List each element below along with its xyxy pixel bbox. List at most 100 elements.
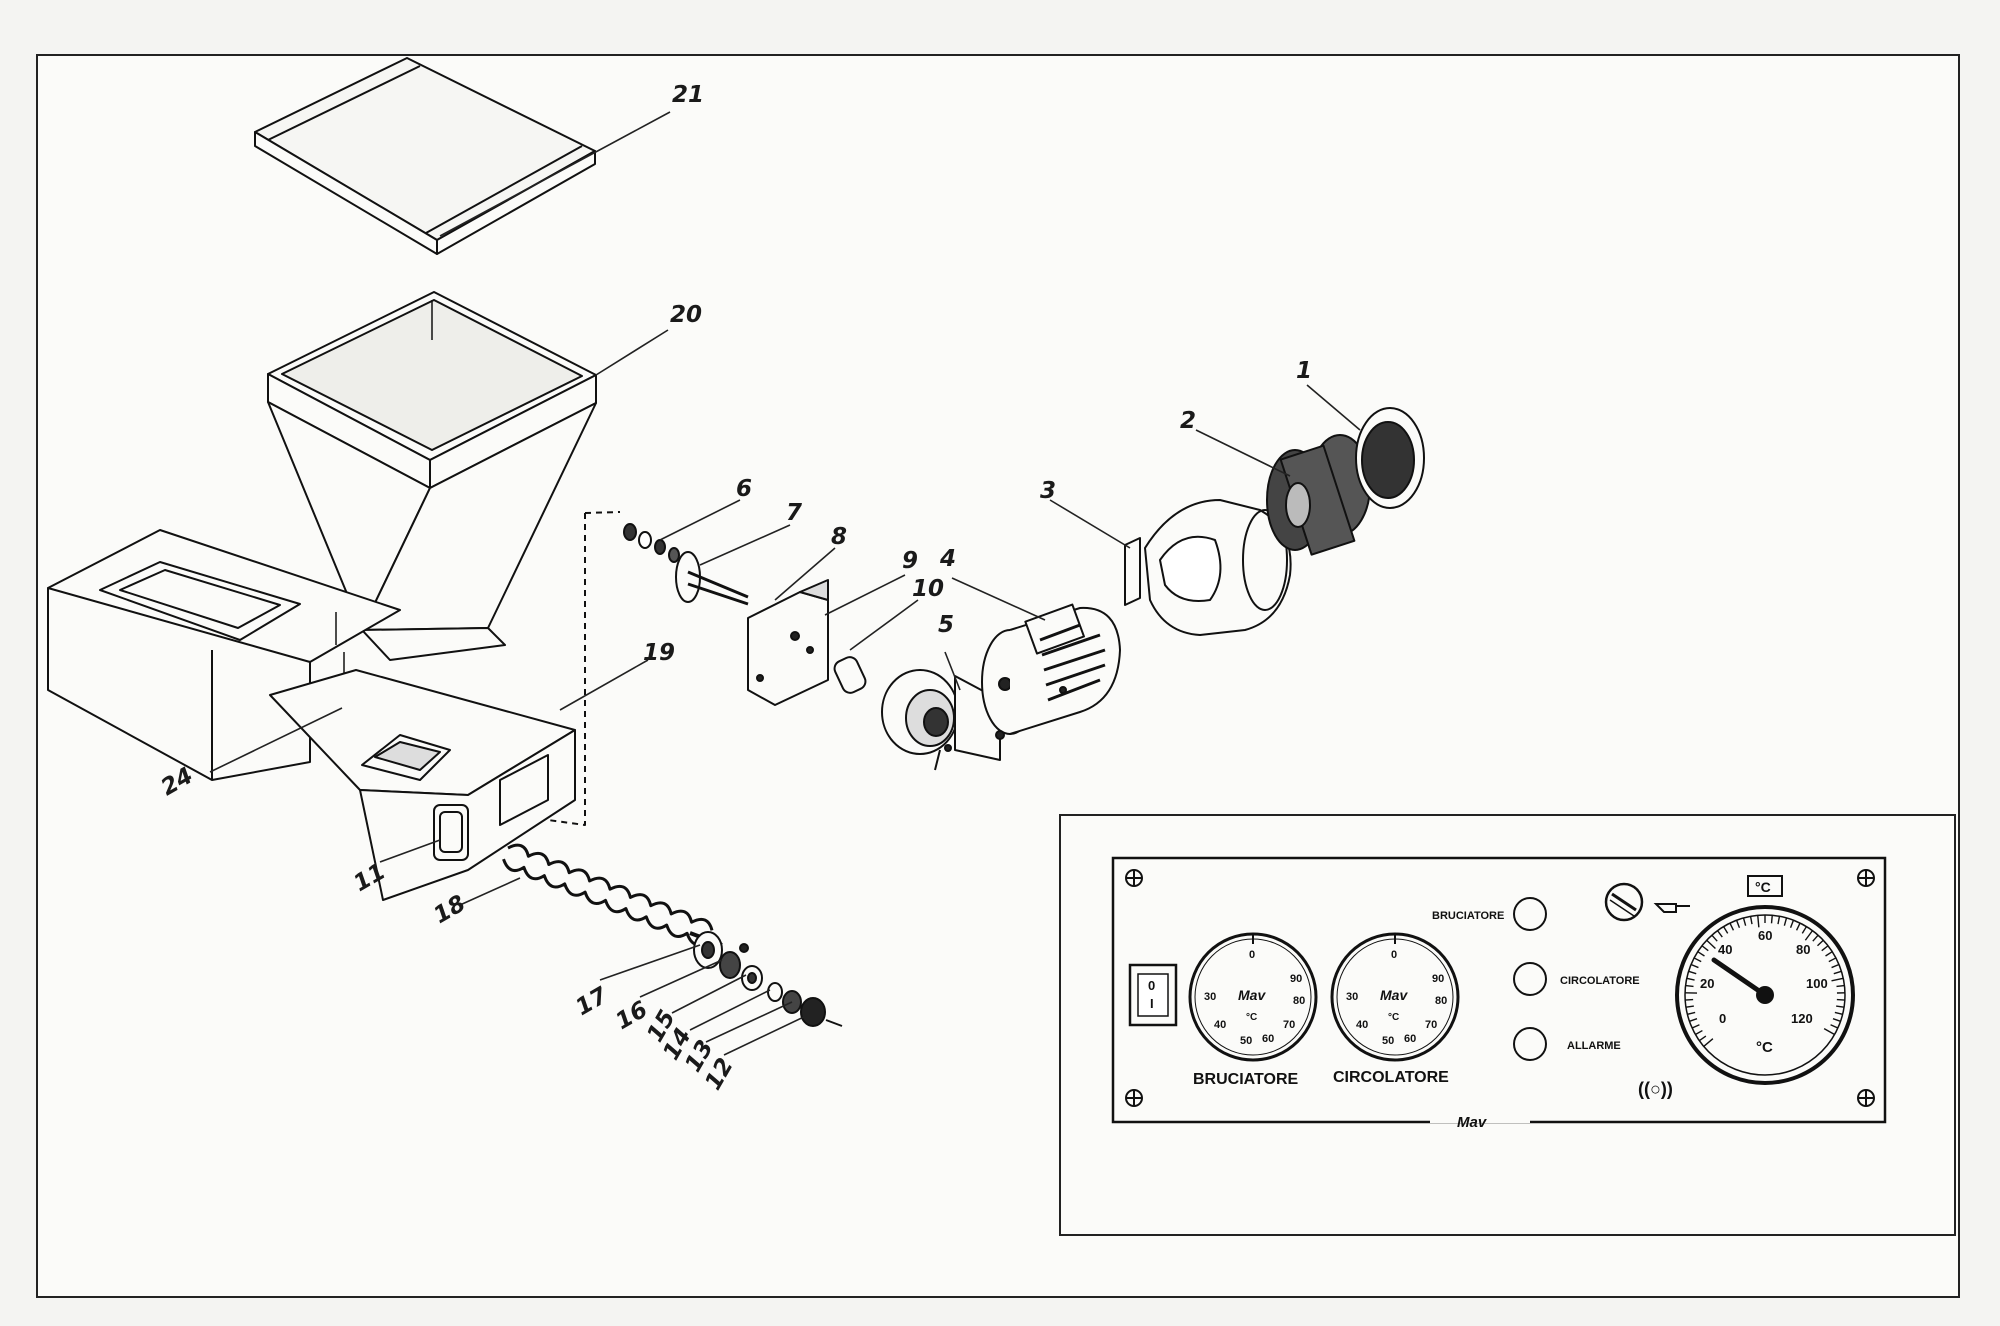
- gauge1-tick-70: 70: [1283, 1019, 1295, 1031]
- gauge2-unit: °C: [1388, 1012, 1399, 1023]
- thermometer-tick-mark: [1685, 998, 1694, 1001]
- part-9-bracket: [747, 579, 829, 706]
- part-2-impeller: [1266, 434, 1371, 556]
- thermo-tick-0: 0: [1719, 1011, 1726, 1026]
- gauge1-label: BRUCIATORE: [1193, 1071, 1299, 1088]
- gauge1-brand: Mav: [1238, 987, 1266, 1003]
- indicator-allarme: [1513, 1027, 1547, 1061]
- leader-lines: [209, 111, 1361, 1056]
- thermometer-tick-mark: [1695, 1029, 1703, 1036]
- thermometer-tick-mark: [1832, 1018, 1841, 1022]
- part-24-base: [47, 529, 401, 781]
- thermometer-tick-mark: [1828, 957, 1837, 963]
- thermometer-tick-mark: [1706, 939, 1716, 949]
- thermometer-tick-mark: [1688, 970, 1697, 975]
- gauge2-tick-80: 80: [1435, 995, 1447, 1007]
- thermometer-tick-mark: [1777, 916, 1781, 925]
- gauge1-tick-0: 0: [1249, 949, 1255, 961]
- thermometer-tick-mark: [1711, 934, 1718, 942]
- gauge2-tick-50: 50: [1382, 1035, 1394, 1047]
- part-19-plate: [269, 511, 621, 901]
- thermometer-tick-mark: [1749, 916, 1753, 925]
- buzzer-icon: ((○)): [1638, 1079, 1673, 1099]
- part-10-bushing: [833, 656, 867, 694]
- light-label-bruciatore: BRUCIATORE: [1432, 910, 1504, 922]
- thermometer-tick-mark: [1821, 945, 1829, 952]
- gauge2-tick-90: 90: [1432, 973, 1444, 985]
- thermometer-tick-mark: [1703, 1038, 1714, 1047]
- thermometer-tick-mark: [1817, 939, 1824, 947]
- gauge2-tick-70: 70: [1425, 1019, 1437, 1031]
- thermometer-tick-mark: [1742, 917, 1747, 926]
- part-7-shaft: [675, 551, 749, 606]
- power-switch[interactable]: 0 I: [1128, 963, 1178, 1027]
- label-part-10: 10: [912, 576, 944, 602]
- reset-knob[interactable]: [1604, 882, 1644, 922]
- thermostat-bruciatore[interactable]: 0 90 80 70 60 50 40 30 Mav °C BRUCIATORE: [1188, 932, 1318, 1088]
- gauge1-tick-50: 50: [1240, 1035, 1252, 1047]
- indicator-bruciatore: [1513, 897, 1547, 931]
- thermometer-tick-mark: [1825, 951, 1833, 957]
- thermometer-tick-mark: [1804, 930, 1814, 941]
- gauge2-brand: Mav: [1380, 987, 1408, 1003]
- gauge1-tick-40: 40: [1214, 1019, 1226, 1031]
- label-part-6: 6: [736, 476, 752, 502]
- thermometer-tick-mark: [1729, 922, 1735, 931]
- thermostat-circolatore[interactable]: 0 90 80 70 60 50 40 30 Mav °C CIRCOLATOR…: [1330, 932, 1460, 1086]
- label-part-7: 7: [786, 500, 802, 526]
- part-21-lid: [254, 57, 596, 255]
- gauge1-tick-80: 80: [1293, 995, 1305, 1007]
- part-1-ring: [1355, 407, 1425, 509]
- thermometer-tick-mark: [1770, 915, 1773, 924]
- gauge1-tick-30: 30: [1204, 991, 1216, 1003]
- indicator-circolatore: [1513, 962, 1547, 996]
- gauge1-tick-90: 90: [1290, 973, 1302, 985]
- label-part-9: 9: [902, 548, 918, 574]
- thermometer-tick-mark: [1783, 917, 1788, 926]
- gauge2-label: CIRCOLATORE: [1333, 1069, 1449, 1086]
- label-part-3: 3: [1040, 478, 1056, 504]
- thermometer-tick-mark: [1801, 926, 1808, 934]
- thermometer-tick-mark: [1833, 970, 1842, 975]
- thermometer-tick-mark: [1685, 1005, 1694, 1008]
- thermometer-tick-mark: [1812, 934, 1819, 942]
- label-part-5: 5: [938, 612, 954, 638]
- thermometer-tick-mark: [1757, 915, 1760, 928]
- switch-label-on: 0: [1148, 978, 1155, 993]
- gauge2-tick-40: 40: [1356, 1019, 1368, 1031]
- light-label-allarme: ALLARME: [1567, 1040, 1621, 1052]
- thermometer-tick-mark: [1836, 998, 1845, 1001]
- thermo-tick-40: 40: [1718, 942, 1732, 957]
- gauge1-tick-60: 60: [1262, 1033, 1274, 1045]
- thermometer-tick-mark: [1690, 963, 1699, 969]
- thermo-tick-20: 20: [1700, 976, 1714, 991]
- gauge2-tick-60: 60: [1404, 1033, 1416, 1045]
- label-part-4: 4: [939, 546, 956, 572]
- thermometer-tick-mark: [1689, 1018, 1698, 1022]
- gauge2-tick-30: 30: [1346, 991, 1358, 1003]
- thermometer-tick-mark: [1698, 1035, 1707, 1042]
- thermometer-tick-mark: [1693, 957, 1702, 963]
- thermometer-tick-mark: [1687, 1011, 1696, 1016]
- panel-screws: [1125, 869, 1875, 1107]
- thermometer-tick-mark: [1691, 1024, 1700, 1029]
- thermo-tick-60: 60: [1758, 928, 1772, 943]
- thermometer-tick-mark: [1795, 922, 1801, 931]
- thermo-tick-80: 80: [1796, 942, 1810, 957]
- gauge1-unit: °C: [1246, 1012, 1257, 1023]
- part-6-washers: [623, 523, 680, 563]
- part-3-fan-housing: [1124, 499, 1292, 636]
- thermometer-tick-mark: [1836, 1005, 1845, 1008]
- panel-brand: Mav: [1457, 1114, 1488, 1131]
- gauge2-tick-0: 0: [1391, 949, 1397, 961]
- parts-12-to-17-bearings: [693, 931, 843, 1027]
- thermo-unit: °C: [1756, 1039, 1773, 1056]
- thermometer-tick-mark: [1836, 984, 1845, 988]
- thermometer-tick-mark: [1831, 963, 1840, 969]
- label-part-19: 19: [643, 640, 675, 666]
- thermometer-tick-mark: [1685, 984, 1694, 988]
- thermometer-tick-mark: [1701, 945, 1709, 952]
- thermo-tick-120: 120: [1791, 1011, 1813, 1026]
- light-label-circolatore: CIRCOLATORE: [1560, 975, 1640, 987]
